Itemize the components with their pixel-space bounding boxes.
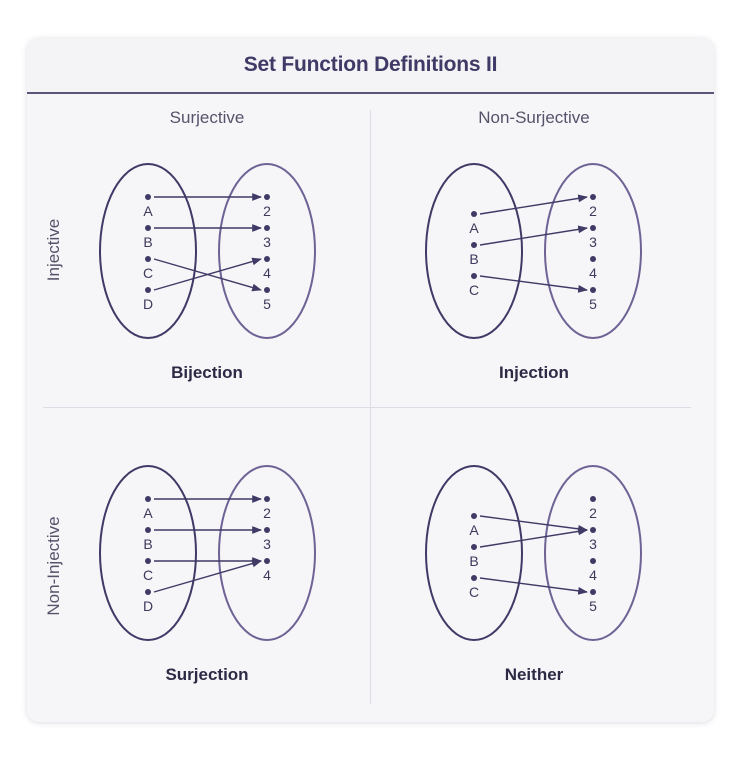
domain-point xyxy=(145,496,151,502)
domain-point xyxy=(471,273,477,279)
codomain-point xyxy=(590,558,596,564)
codomain-label: 4 xyxy=(263,567,271,583)
domain-point xyxy=(145,225,151,231)
domain-label: C xyxy=(469,584,479,600)
codomain-label: 2 xyxy=(589,505,597,521)
codomain-point xyxy=(590,589,596,595)
codomain-label: 3 xyxy=(263,234,271,250)
domain-label: B xyxy=(143,536,152,552)
codomain-oval xyxy=(218,465,316,641)
domain-oval xyxy=(99,465,197,641)
diagram-caption: Injection xyxy=(499,363,569,382)
codomain-point xyxy=(590,225,596,231)
codomain-point xyxy=(264,194,270,200)
domain-oval xyxy=(425,465,523,641)
domain-label: C xyxy=(143,567,153,583)
domain-point xyxy=(145,527,151,533)
domain-label: B xyxy=(469,553,478,569)
codomain-label: 4 xyxy=(589,567,597,583)
codomain-label: 5 xyxy=(263,296,271,312)
domain-point xyxy=(471,211,477,217)
mapping-arrow xyxy=(479,527,588,548)
codomain-oval xyxy=(218,163,316,339)
domain-oval xyxy=(425,163,523,339)
diagram-caption: Neither xyxy=(505,665,564,684)
codomain-point xyxy=(590,496,596,502)
codomain-point xyxy=(264,558,270,564)
domain-label: A xyxy=(143,203,153,219)
domain-point xyxy=(145,194,151,200)
codomain-point xyxy=(264,496,270,502)
codomain-point xyxy=(264,527,270,533)
codomain-label: 4 xyxy=(589,265,597,281)
column-label-surjective: Surjective xyxy=(169,108,245,127)
mapping-arrow xyxy=(153,559,262,593)
codomain-point xyxy=(264,225,270,231)
domain-point xyxy=(471,242,477,248)
domain-label: A xyxy=(469,220,479,236)
mapping-arrow xyxy=(479,577,588,595)
codomain-label: 2 xyxy=(263,203,271,219)
codomain-label: 3 xyxy=(263,536,271,552)
horizontal-divider xyxy=(43,407,691,408)
domain-label: D xyxy=(143,598,153,614)
mapping-arrow xyxy=(479,275,588,293)
diagram-caption: Surjection xyxy=(165,665,248,684)
codomain-label: 5 xyxy=(589,296,597,312)
domain-label: C xyxy=(469,282,479,298)
page-title: Set Function Definitions II xyxy=(243,53,498,76)
mapping-arrow xyxy=(479,225,588,246)
domain-oval xyxy=(99,163,197,339)
codomain-label: 4 xyxy=(263,265,271,281)
codomain-point xyxy=(264,287,270,293)
codomain-label: 5 xyxy=(589,598,597,614)
codomain-oval xyxy=(544,163,642,339)
codomain-label: 2 xyxy=(589,203,597,219)
codomain-label: 3 xyxy=(589,234,597,250)
domain-point xyxy=(471,544,477,550)
codomain-point xyxy=(590,256,596,262)
mapping-arrow xyxy=(153,257,262,291)
domain-label: B xyxy=(469,251,478,267)
domain-label: C xyxy=(143,265,153,281)
domain-point xyxy=(145,287,151,293)
codomain-point xyxy=(264,256,270,262)
codomain-point xyxy=(590,287,596,293)
domain-label: A xyxy=(143,505,153,521)
domain-point xyxy=(471,513,477,519)
domain-point xyxy=(145,589,151,595)
domain-label: A xyxy=(469,522,479,538)
diagram-caption: Bijection xyxy=(171,363,243,382)
codomain-label: 2 xyxy=(263,505,271,521)
diagram-card: Set Function Definitions II Surjective N… xyxy=(27,38,714,722)
domain-label: B xyxy=(143,234,152,250)
codomain-oval xyxy=(544,465,642,641)
mapping-diagrams: ABCD2345BijectionABC2345InjectionABCD234… xyxy=(99,163,642,684)
domain-label: D xyxy=(143,296,153,312)
codomain-point xyxy=(590,194,596,200)
codomain-point xyxy=(590,527,596,533)
mapping-arrow xyxy=(479,194,588,215)
domain-point xyxy=(471,575,477,581)
column-label-non-surjective: Non-Surjective xyxy=(478,108,590,127)
domain-point xyxy=(145,256,151,262)
codomain-label: 3 xyxy=(589,536,597,552)
mapping-arrow xyxy=(479,515,588,533)
title-bar: Set Function Definitions II xyxy=(27,38,714,94)
domain-point xyxy=(145,558,151,564)
